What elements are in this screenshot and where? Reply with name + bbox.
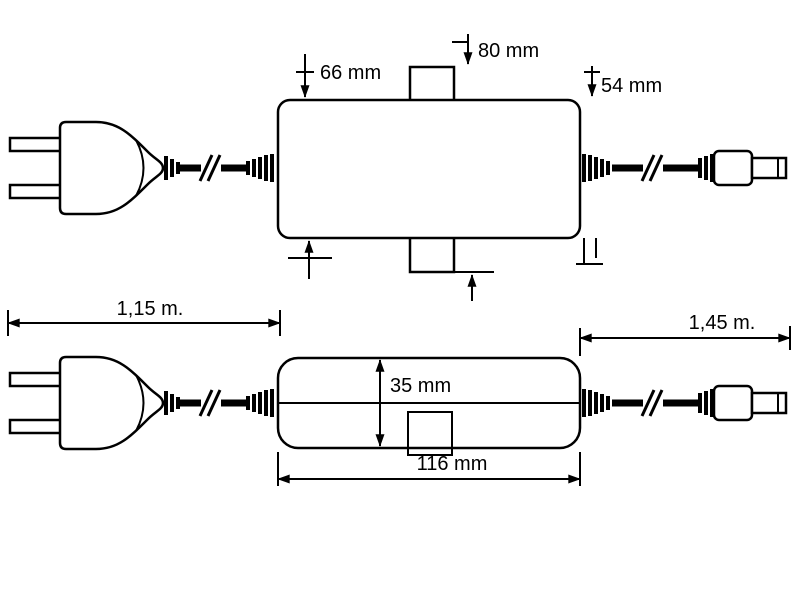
dimension-115m-label: 1,15 m. bbox=[117, 298, 184, 320]
dimension-145m-label: 1,45 m. bbox=[689, 312, 756, 334]
dc-connector-icon bbox=[696, 384, 788, 422]
dimension-116mm: 116 mm bbox=[277, 452, 581, 486]
dimension-reference-bottom-right bbox=[576, 238, 603, 265]
eu-plug-icon bbox=[8, 355, 182, 451]
strain-relief-right-icon bbox=[582, 154, 610, 182]
dimension-80mm: 80 mm bbox=[452, 34, 539, 65]
mounting-tab-side bbox=[407, 411, 453, 456]
adapter-body-top-view bbox=[276, 98, 582, 240]
dimension-115m: 1,15 m. bbox=[7, 298, 281, 336]
dimension-35mm-label: 35 mm bbox=[390, 375, 451, 397]
output-cable bbox=[612, 155, 700, 181]
top-view: 66 mm 80 mm 54 mm bbox=[8, 34, 788, 301]
input-cable bbox=[180, 390, 248, 416]
dimension-35mm: 35 mm bbox=[375, 359, 451, 447]
strain-relief-left-icon bbox=[246, 389, 274, 417]
dimension-54mm-label: 54 mm bbox=[601, 75, 662, 97]
dimension-66mm-label: 66 mm bbox=[320, 62, 381, 84]
dimension-116mm-label: 116 mm bbox=[417, 453, 488, 475]
dimension-66mm: 66 mm bbox=[296, 54, 381, 98]
eu-plug-icon bbox=[8, 120, 182, 216]
strain-relief-left-icon bbox=[246, 154, 274, 182]
strain-relief-right-icon bbox=[582, 389, 610, 417]
dimension-54mm: 54 mm bbox=[584, 66, 662, 97]
input-cable bbox=[180, 155, 248, 181]
output-cable bbox=[612, 390, 700, 416]
dimension-reference-bottom-tab bbox=[452, 271, 494, 301]
dimension-reference-bottom-left bbox=[288, 240, 332, 279]
dc-connector-icon bbox=[696, 149, 788, 187]
side-view: 1,15 m. 1,45 m. 35 mm 116 mm bbox=[7, 298, 791, 486]
dimension-145m: 1,45 m. bbox=[579, 312, 791, 356]
dimension-80mm-label: 80 mm bbox=[478, 40, 539, 62]
